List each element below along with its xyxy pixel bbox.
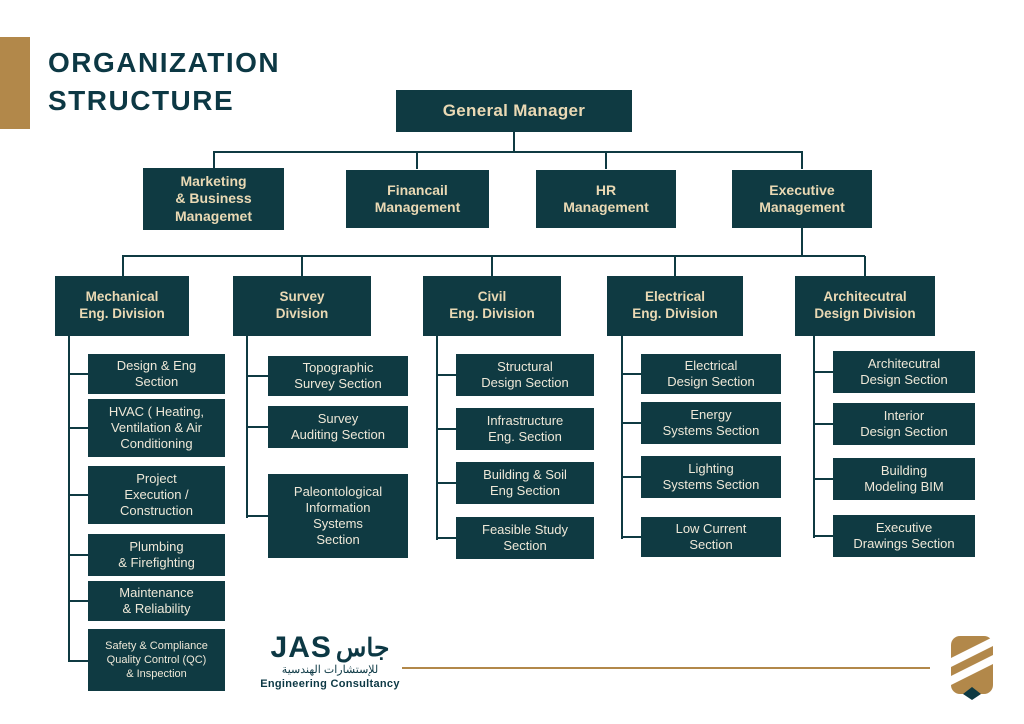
connector: [813, 535, 833, 537]
section-box: HVAC ( Heating, Ventilation & Air Condit…: [88, 399, 225, 457]
section-box: Low Current Section: [641, 517, 781, 557]
section-box: Electrical Design Section: [641, 354, 781, 394]
section-box: Plumbing & Firefighting: [88, 534, 225, 576]
management-box-marketing: Marketing & Business Managemet: [143, 168, 284, 230]
division-box-civil: Civil Eng. Division: [423, 276, 561, 336]
section-box: Structural Design Section: [456, 354, 594, 396]
connector: [436, 374, 456, 376]
connector: [68, 336, 70, 662]
division-box-survey: Survey Division: [233, 276, 371, 336]
connector: [68, 600, 88, 602]
connector: [246, 375, 268, 377]
section-box: Survey Auditing Section: [268, 406, 408, 448]
section-box: Lighting Systems Section: [641, 456, 781, 498]
connector: [621, 336, 623, 539]
page-title-line1: ORGANIZATION: [48, 47, 281, 78]
section-box: Building & Soil Eng Section: [456, 462, 594, 504]
connector: [68, 554, 88, 556]
connector: [301, 256, 303, 276]
brand-logo: JAS جاس للإستشارات الهندسية Engineering …: [252, 631, 408, 690]
connector: [436, 428, 456, 430]
connector: [674, 256, 676, 276]
gold-accent-bar: [0, 37, 30, 129]
connector: [801, 228, 803, 256]
connector: [864, 256, 866, 276]
connector: [68, 494, 88, 496]
connector: [801, 152, 803, 169]
brand-subtitle-english: Engineering Consultancy: [260, 678, 400, 690]
connector: [436, 537, 456, 539]
connector: [621, 476, 641, 478]
connector: [416, 152, 418, 169]
connector: [68, 660, 88, 662]
section-box: Building Modeling BIM: [833, 458, 975, 500]
connector: [436, 482, 456, 484]
connector: [621, 536, 641, 538]
brand-wordmark: JAS جاس: [252, 631, 408, 665]
connector: [213, 151, 803, 153]
division-box-electrical: Electrical Eng. Division: [607, 276, 743, 336]
connector: [68, 373, 88, 375]
section-box: Infrastructure Eng. Section: [456, 408, 594, 450]
section-box: Executive Drawings Section: [833, 515, 975, 557]
section-box: Safety & Compliance Quality Control (QC)…: [88, 629, 225, 691]
section-box: Topographic Survey Section: [268, 356, 408, 396]
brand-latin-text: JAS: [270, 631, 332, 664]
building-logo-icon: [947, 630, 997, 700]
connector: [605, 152, 607, 169]
division-box-architectural: Architecutral Design Division: [795, 276, 935, 336]
section-box: Energy Systems Section: [641, 402, 781, 444]
connector: [436, 336, 438, 540]
connector: [813, 423, 833, 425]
section-box: Project Execution / Construction: [88, 466, 225, 524]
connector: [813, 371, 833, 373]
connector: [621, 373, 641, 375]
connector: [513, 132, 515, 152]
management-box-financial: Financail Management: [346, 170, 489, 228]
management-box-hr: HR Management: [536, 170, 676, 228]
brand-arabic-text: جاس: [335, 634, 390, 662]
connector: [813, 478, 833, 480]
page-title-line2: STRUCTURE: [48, 84, 235, 116]
connector: [213, 152, 215, 169]
division-box-mechanical: Mechanical Eng. Division: [55, 276, 189, 336]
management-box-executive: Executive Management: [732, 170, 872, 228]
footer-divider-line: [402, 667, 930, 669]
connector: [122, 256, 124, 276]
connector: [813, 336, 815, 538]
section-box: Interior Design Section: [833, 403, 975, 445]
connector: [246, 515, 268, 517]
connector: [122, 255, 865, 257]
section-box: Design & Eng Section: [88, 354, 225, 394]
page-title: ORGANIZATION STRUCTURE: [48, 44, 280, 120]
connector: [68, 427, 88, 429]
section-box: Feasible Study Section: [456, 517, 594, 559]
section-box: Maintenance & Reliability: [88, 581, 225, 621]
section-box: Paleontological Information Systems Sect…: [268, 474, 408, 558]
connector: [491, 256, 493, 276]
general-manager-box: General Manager: [396, 90, 632, 132]
brand-subtitle-arabic: للإستشارات الهندسية: [281, 664, 379, 676]
section-box: Architecutral Design Section: [833, 351, 975, 393]
connector: [621, 422, 641, 424]
connector: [246, 426, 268, 428]
